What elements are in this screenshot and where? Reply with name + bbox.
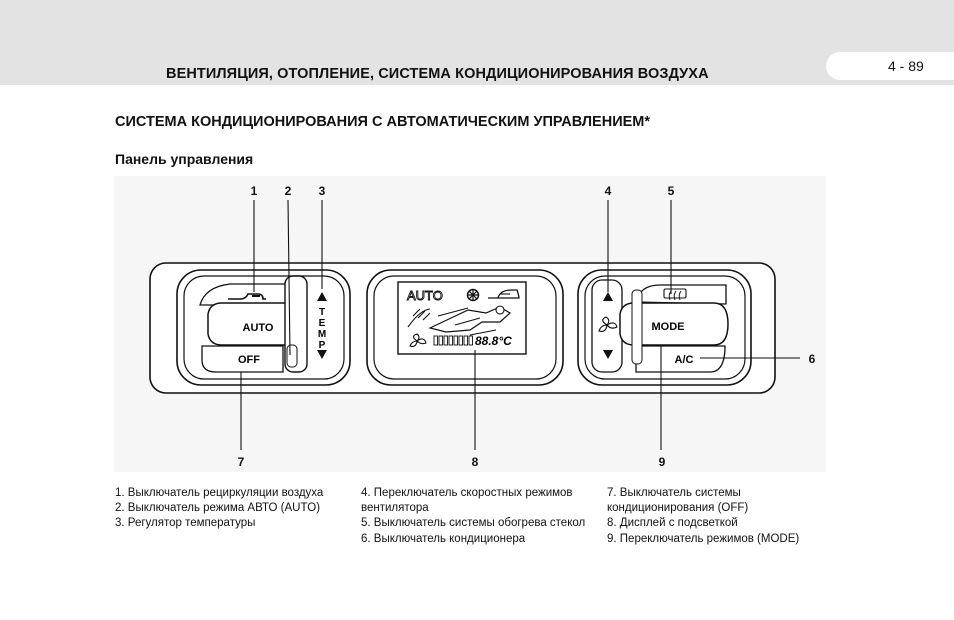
legend-item: 2. Выключатель режима АВТО (AUTO): [115, 502, 321, 515]
fan-down-icon[interactable]: [603, 350, 613, 359]
fan-icon: [598, 316, 618, 332]
callout-4: 4: [605, 184, 612, 198]
airflow-mode-icon: [407, 305, 512, 336]
off-button[interactable]: [201, 345, 284, 373]
temp-letter: P: [319, 340, 326, 351]
legend-item: 6. Выключатель кондиционера: [361, 532, 526, 545]
legend-item: 9. Переключатель режимов (MODE): [607, 532, 800, 545]
off-button-label: OFF: [238, 354, 260, 366]
mode-button[interactable]: [619, 302, 729, 346]
temp-up-icon[interactable]: [317, 292, 327, 301]
left-control-module: AUTO OFF T E M P: [176, 269, 351, 386]
callout-8: 8: [472, 455, 479, 469]
callout-9: 9: [659, 455, 666, 469]
legend-item: 1. Выключатель рециркуляции воздуха: [115, 487, 324, 499]
mode-knob-edge: [631, 289, 643, 365]
ac-button[interactable]: [635, 345, 726, 373]
page-number-tab: [826, 52, 954, 80]
callout-3: 3: [319, 184, 326, 198]
subsection-title: Панель управления: [115, 151, 254, 167]
fan-icon: [409, 333, 427, 347]
rear-defroster-icon: [663, 288, 687, 301]
page-number: 4 - 89: [888, 58, 924, 74]
legend-column-1: 1. Выключатель рециркуляции воздуха 2. В…: [115, 486, 340, 532]
legend-column-3: 7. Выключатель системы кондиционирования…: [607, 486, 832, 547]
display-auto-label: AUTO: [407, 288, 443, 303]
fan-up-icon[interactable]: [603, 292, 613, 301]
temp-letter: M: [318, 329, 326, 340]
ac-button-label: A/C: [675, 354, 694, 366]
section-title: СИСТЕМА КОНДИЦИОНИРОВАНИЯ С АВТОМАТИЧЕСК…: [115, 114, 651, 130]
mode-button-label: MODE: [652, 321, 685, 333]
legend-column-2: 4. Переключатель скоростных режимов вент…: [361, 486, 586, 547]
defroster-button[interactable]: [635, 284, 727, 305]
display-temperature: 88.8°C: [475, 334, 512, 348]
callout-6: 6: [809, 352, 816, 366]
snowflake-icon: [466, 288, 480, 302]
page-header-title: ВЕНТИЛЯЦИЯ, ОТОПЛЕНИЕ, СИСТЕМА КОНДИЦИОН…: [166, 66, 709, 82]
recirculation-button[interactable]: [199, 283, 291, 306]
legend-item: 7. Выключатель системы кондиционирования…: [607, 487, 749, 515]
callout-7: 7: [238, 455, 245, 469]
fan-speed-bars: [433, 335, 473, 346]
display-module: AUTO 88.8°C: [366, 269, 564, 386]
recirculation-icon: [228, 293, 266, 300]
temp-letter: E: [319, 318, 326, 329]
legend-item: 8. Дисплей с подсветкой: [607, 517, 738, 530]
legend-item: 5. Выключатель системы обогрева стекол: [361, 517, 586, 530]
header-band: [0, 0, 954, 85]
leader-lines: [240, 199, 800, 450]
legend-item: 4. Переключатель скоростных режимов вент…: [361, 487, 573, 515]
recirculation-icon: [488, 289, 520, 299]
right-control-module: MODE A/C: [577, 269, 752, 386]
temp-letter: T: [319, 307, 325, 318]
auto-button-label: AUTO: [243, 322, 274, 334]
callout-5: 5: [668, 184, 675, 198]
temp-down-icon[interactable]: [317, 350, 327, 359]
callout-1: 1: [251, 184, 258, 198]
callout-2: 2: [285, 184, 292, 198]
legend-item: 3. Регулятор температуры: [115, 517, 256, 530]
